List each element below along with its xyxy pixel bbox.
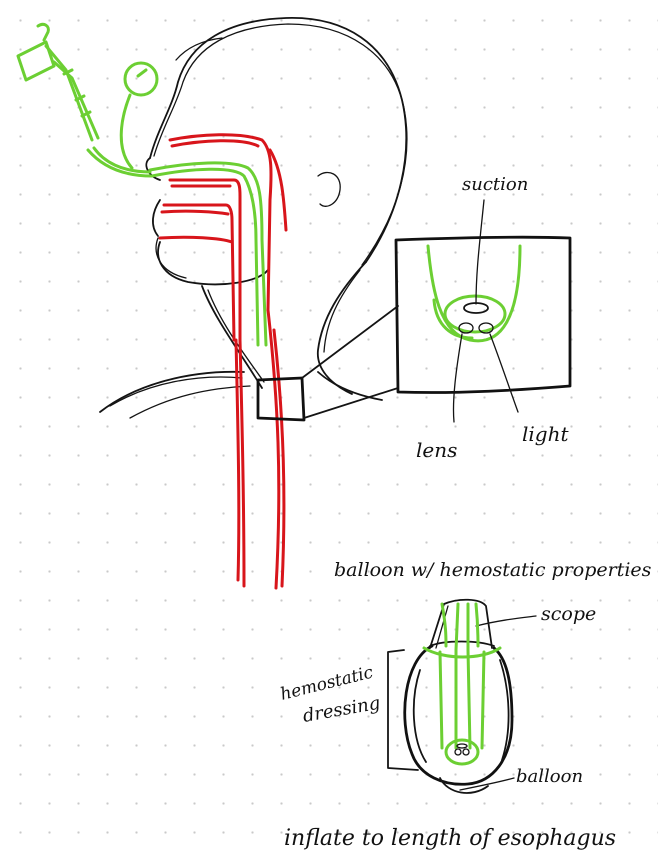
label-suction: suction	[462, 174, 528, 195]
balloon-title: balloon w/ hemostatic properties	[334, 559, 652, 581]
endoscope-handpiece-icon	[18, 24, 98, 140]
label-dressing: dressing	[301, 693, 382, 727]
control-dial-icon	[125, 63, 157, 95]
scope-tip-inset	[396, 200, 570, 422]
caption-inflate: inflate to length of esophagus	[284, 826, 616, 851]
airway-red-lines	[160, 135, 286, 588]
label-balloon: balloon	[516, 766, 583, 787]
head-outline	[100, 18, 407, 418]
label-scope: scope	[541, 603, 596, 625]
label-lens: lens	[416, 438, 457, 462]
label-light: light	[522, 422, 569, 446]
